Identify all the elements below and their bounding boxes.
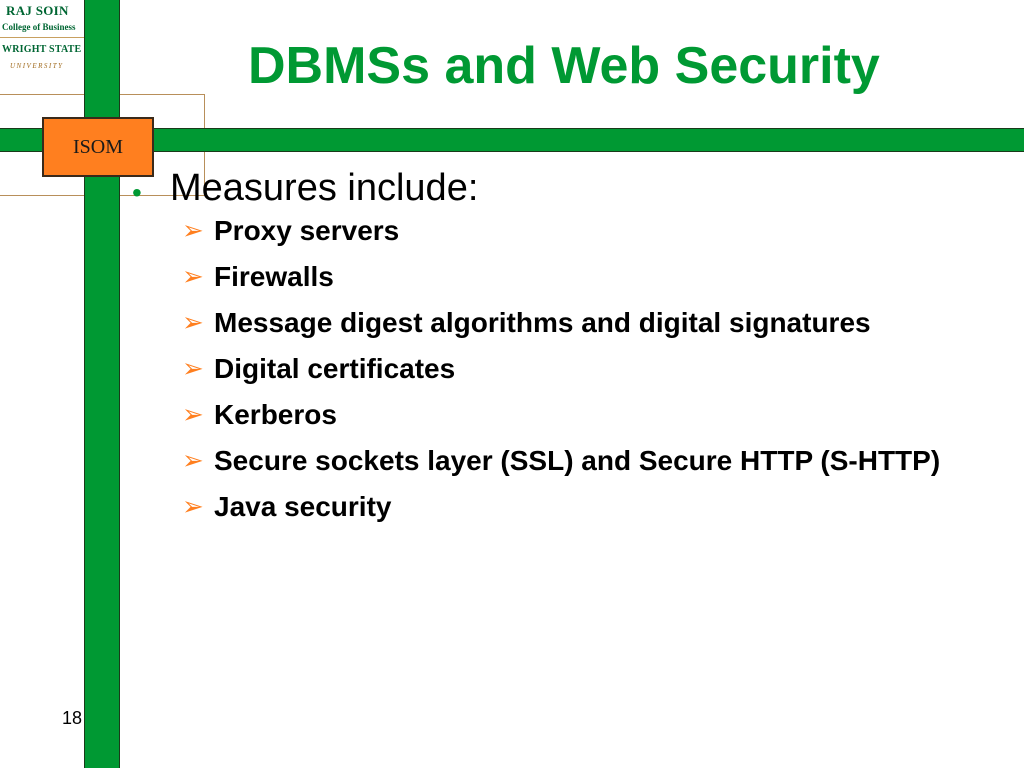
arrow-bullet-icon: ➢ <box>182 445 204 476</box>
sub-bullet-text: Message digest algorithms and digital si… <box>214 306 871 338</box>
sub-bullet-item: ➢ Message digest algorithms and digital … <box>128 306 994 340</box>
logo-line-4: UNIVERSITY <box>10 62 64 70</box>
main-bullet: • Measures include: <box>128 167 1008 210</box>
arrow-bullet-icon: ➢ <box>182 399 204 430</box>
logo-line-3: WRIGHT STATE <box>2 44 82 55</box>
sub-bullet-text: Proxy servers <box>214 214 400 246</box>
sub-bullet-text: Secure sockets layer (SSL) and Secure HT… <box>214 444 941 476</box>
sub-bullet-item: ➢ Proxy servers <box>128 214 994 248</box>
sub-bullet-item: ➢ Firewalls <box>128 260 994 294</box>
slide-content: • Measures include: ➢ Proxy servers ➢ Fi… <box>128 167 1008 536</box>
sub-bullet-item: ➢ Kerberos <box>128 398 994 432</box>
arrow-bullet-icon: ➢ <box>182 215 204 246</box>
arrow-bullet-icon: ➢ <box>182 307 204 338</box>
arrow-bullet-icon: ➢ <box>182 491 204 522</box>
sub-bullet-text: Digital certificates <box>214 352 456 384</box>
logo-line-2: College of Business <box>2 22 76 32</box>
sub-bullet-item: ➢ Secure sockets layer (SSL) and Secure … <box>128 444 994 478</box>
logo-line-1: RAJ SOIN <box>6 3 69 18</box>
university-logo: RAJ SOIN College of Business WRIGHT STAT… <box>0 0 84 86</box>
green-vertical-bar <box>84 0 120 768</box>
sub-bullet-item: ➢ Java security <box>128 490 994 524</box>
isom-badge: ISOM <box>42 117 154 177</box>
logo-divider <box>0 37 84 38</box>
bullet-dot-icon: • <box>132 177 142 208</box>
arrow-bullet-icon: ➢ <box>182 353 204 384</box>
sub-bullet-list: ➢ Proxy servers ➢ Firewalls ➢ Message di… <box>128 214 1008 524</box>
sub-bullet-text: Kerberos <box>214 398 337 430</box>
arrow-bullet-icon: ➢ <box>182 261 204 292</box>
sub-bullet-text: Firewalls <box>214 260 334 292</box>
sub-bullet-item: ➢ Digital certificates <box>128 352 994 386</box>
main-bullet-text: Measures include: <box>170 167 479 209</box>
green-horizontal-bar <box>0 128 1024 152</box>
page-number: 18 <box>62 708 83 728</box>
slide-title: DBMSs and Web Security <box>248 37 880 95</box>
sub-bullet-text: Java security <box>214 490 392 522</box>
